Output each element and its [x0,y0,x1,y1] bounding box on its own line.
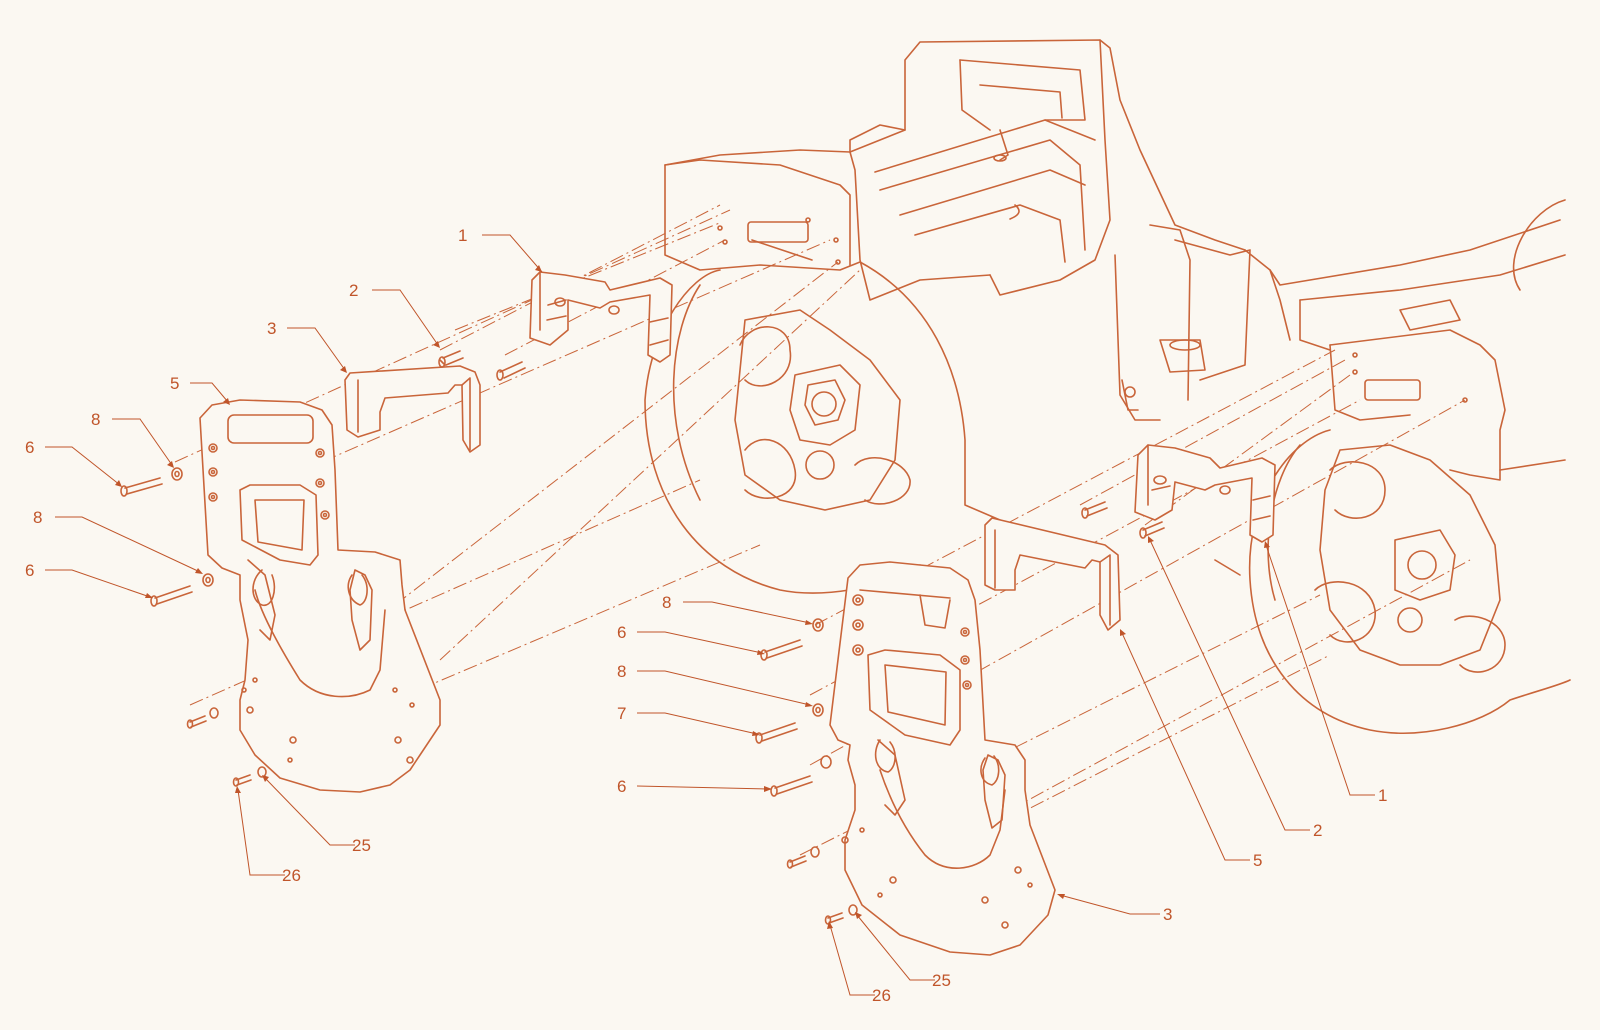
callout-6-right-bottom: 6 [617,777,626,796]
bracket-part-1-left [529,271,673,363]
callout-26-left: 26 [282,866,301,885]
machine-frame [644,39,1571,734]
plate-part-3-right [829,561,1056,956]
callout-3-left: 3 [267,319,276,338]
callout-6-left-mid: 6 [25,561,34,580]
callout-1-left: 1 [458,226,467,245]
bolt-part-2-right [1081,501,1165,539]
bracket-part-1-right [1134,444,1276,543]
callout-25-right: 25 [932,971,951,990]
callout-8-right-top: 8 [662,593,671,612]
callout-6-left-top: 6 [25,438,34,457]
fasteners-left [120,467,267,787]
spacer-part-5-right [984,517,1121,631]
callout-8-left-top: 8 [91,410,100,429]
plate-part-3-left [199,399,441,793]
callout-1-right: 1 [1378,786,1387,805]
callout-8-right-mid: 8 [617,662,626,681]
callout-6-right-top: 6 [617,623,626,642]
assembly-lines [174,204,1471,896]
callout-26-right: 26 [872,986,891,1005]
bolt-part-2-left [438,350,526,381]
callout-8-left-mid: 8 [33,508,42,527]
callout-7: 7 [617,704,626,723]
callout-5-left: 5 [170,374,179,393]
spacer-part-5-left [344,365,481,453]
callout-2-right: 2 [1313,821,1322,840]
fasteners-right [755,618,858,925]
callout-labels: 1 2 3 5 6 8 8 6 25 26 8 6 8 7 6 3 25 26 … [25,226,1387,1005]
callout-5-right: 5 [1253,851,1262,870]
callout-2-left: 2 [349,281,358,300]
callout-leaders [45,234,1375,996]
callout-3-right: 3 [1163,905,1172,924]
callout-25-left: 25 [352,836,371,855]
